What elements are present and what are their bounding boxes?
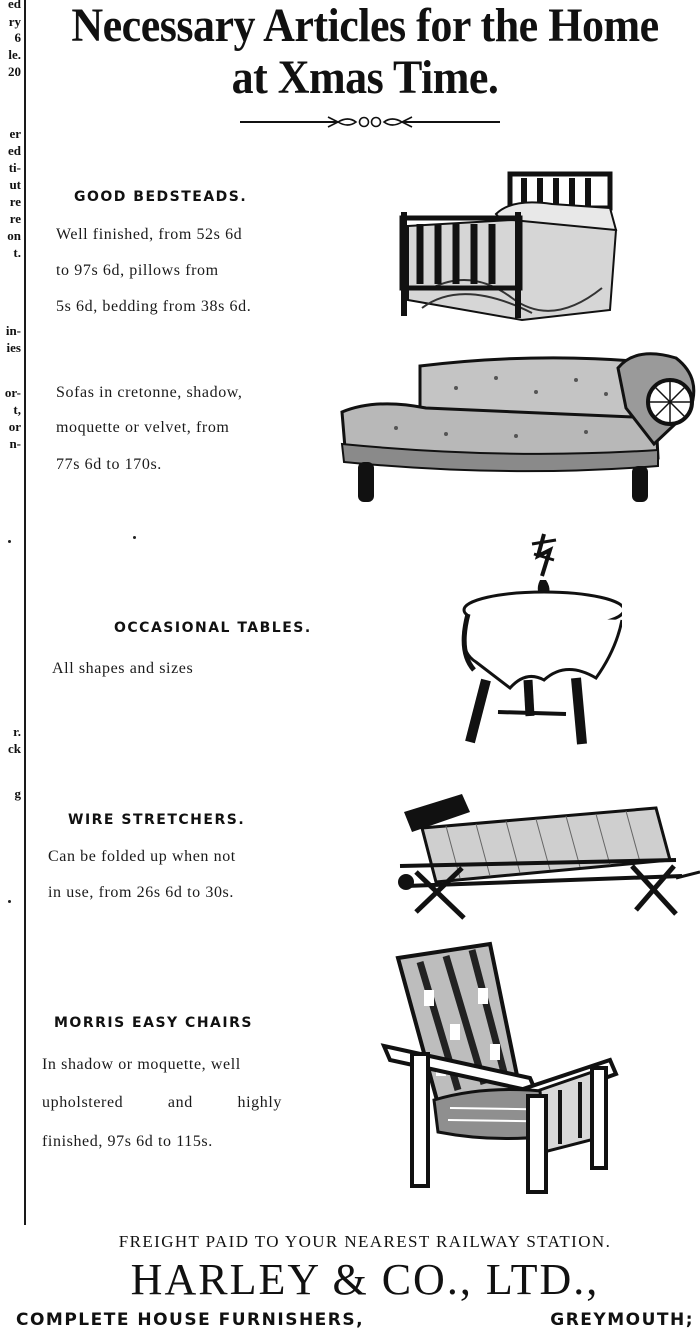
print-speck (8, 900, 11, 903)
chairs-line: In shadow or moquette, well (42, 1056, 241, 1073)
margin-fragment: g (14, 786, 22, 801)
bedsteads-heading: GOOD BEDSTEADS. (74, 189, 248, 205)
margin-fragment: ed (8, 0, 21, 11)
tables-heading: OCCASIONAL TABLES. (114, 620, 312, 636)
sofas-line: Sofas in cretonne, shadow, (56, 384, 243, 401)
margin-fragment: ut (9, 177, 21, 192)
margin-fragment: n- (9, 436, 21, 451)
stretchers-line: Can be folded up when not (48, 848, 236, 865)
table-icon (461, 533, 622, 745)
print-speck (133, 536, 136, 539)
margin-fragment: or- (4, 385, 21, 400)
bedstead-icon (399, 171, 618, 322)
headline-line-2: at Xmas Time. (231, 50, 499, 104)
freight-notice: FREIGHT PAID TO YOUR NEAREST RAILWAY STA… (118, 1232, 612, 1251)
margin-fragment: 20 (8, 64, 21, 79)
margin-fragment: t. (13, 245, 21, 260)
chairs-word: highly (237, 1094, 282, 1111)
stretchers-line: in use, from 26s 6d to 30s. (48, 884, 234, 901)
headline-line-1: Necessary Articles for the Home (71, 0, 659, 52)
margin-fragment: re (9, 211, 21, 226)
chairs-word: upholstered (42, 1094, 124, 1111)
margin-fragment: ti- (8, 160, 21, 175)
margin-fragment: ry (8, 14, 21, 29)
margin-fragment: t, (13, 402, 21, 417)
chairs-line: finished, 97s 6d to 115s. (42, 1133, 213, 1150)
adjacent-column-fragments: ed ry 6 le. 20 er ed ti- ut re re on t. … (0, 0, 24, 1339)
tables-line: All shapes and sizes (52, 660, 194, 677)
margin-fragment: or (8, 419, 21, 434)
margin-fragment: ies (6, 340, 21, 355)
print-speck (8, 540, 11, 543)
sofa-icon (340, 352, 696, 502)
chairs-heading: MORRIS EASY CHAIRS (54, 1015, 253, 1031)
stretchers-heading: WIRE STRETCHERS. (68, 812, 246, 828)
bedsteads-line: Well finished, from 52s 6d (56, 226, 243, 243)
company-town: GREYMOUTH; (550, 1310, 694, 1330)
stretcher-icon (398, 794, 700, 920)
column-rule (24, 0, 26, 1225)
easy-chair-icon (380, 941, 619, 1194)
margin-fragment: on (7, 228, 21, 243)
margin-fragment: in- (5, 323, 21, 338)
margin-fragment: er (9, 126, 21, 141)
margin-fragment: r. (13, 724, 21, 739)
ornament-divider-icon (240, 116, 500, 128)
margin-fragment: 6 (14, 30, 22, 45)
sofas-line: moquette or velvet, from (56, 419, 230, 436)
chairs-word: and (167, 1094, 193, 1111)
margin-fragment: ck (8, 741, 21, 756)
margin-fragment: le. (8, 47, 21, 62)
chairs-line-justified: upholstered and highly (42, 1094, 282, 1112)
margin-fragment: ed (8, 143, 21, 158)
bedsteads-line: 5s 6d, bedding from 38s 6d. (56, 298, 252, 315)
sofas-line: 77s 6d to 170s. (56, 456, 162, 473)
bedsteads-line: to 97s 6d, pillows from (56, 262, 219, 279)
company-tagline: COMPLETE HOUSE FURNISHERS, (16, 1310, 365, 1330)
margin-fragment: re (9, 194, 21, 209)
company-name: HARLEY & CO., LTD., (130, 1255, 600, 1304)
